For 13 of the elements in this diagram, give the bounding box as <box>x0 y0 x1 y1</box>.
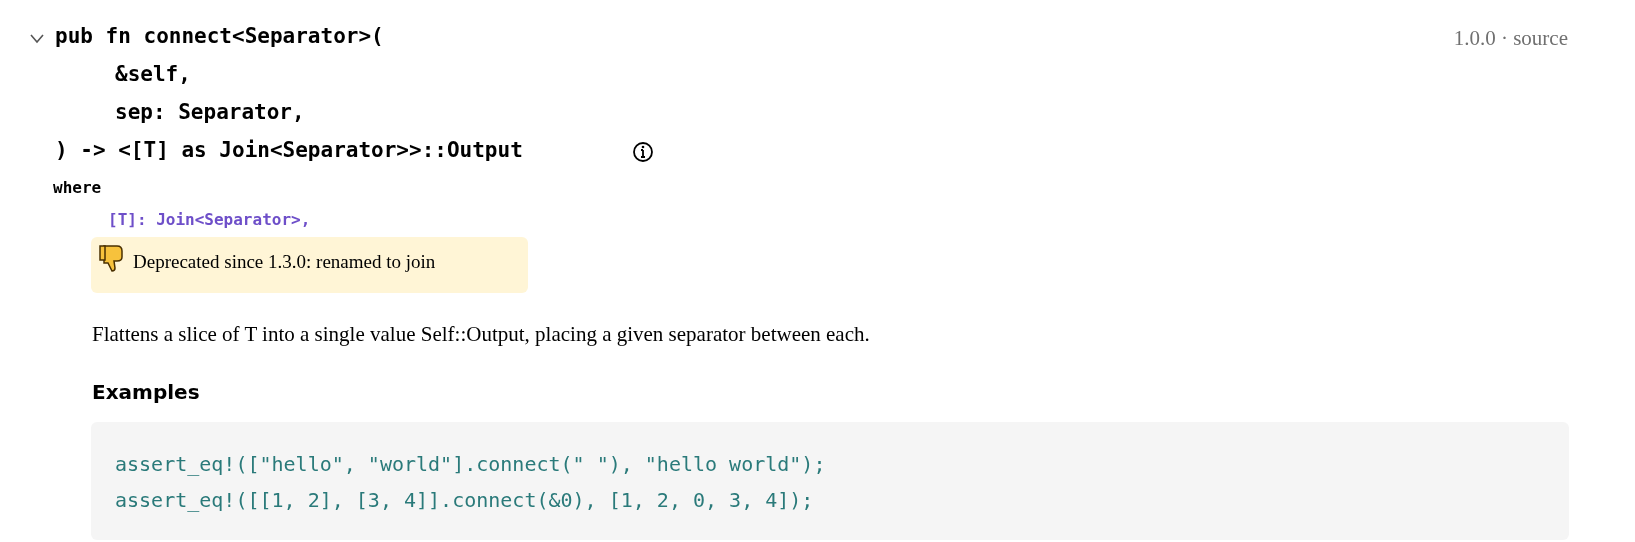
version-source-link: 1.0.0 · source <box>1453 26 1568 51</box>
where-clause: [T]: Join<Separator>, <box>108 210 311 229</box>
code-line: assert_eq!([[1, 2], [3, 4]].connect(&0), [1, 2, 0, 3, 4]); <box>115 487 815 514</box>
code-line: assert_eq!(["hello", "world"].connect(" "), "hello world"); <box>115 451 827 478</box>
deprecation-text: Deprecated since 1.3.0: renamed to join <box>133 251 437 273</box>
deprecation-note <box>91 237 528 293</box>
code-signature-line: sep: Separator, <box>115 100 305 124</box>
code-signature-line: &self, <box>115 62 191 86</box>
code-signature-line: pub fn connect<Separator>( <box>55 24 384 48</box>
section-heading: Examples <box>92 380 200 404</box>
description-text: Flattens a slice of T into a single value Self::Output, placing a given separator between each. <box>92 322 870 347</box>
where-keyword: where <box>53 178 102 197</box>
code-signature-line: ) -> <[T] as Join<Separator>>::Output <box>55 138 523 162</box>
